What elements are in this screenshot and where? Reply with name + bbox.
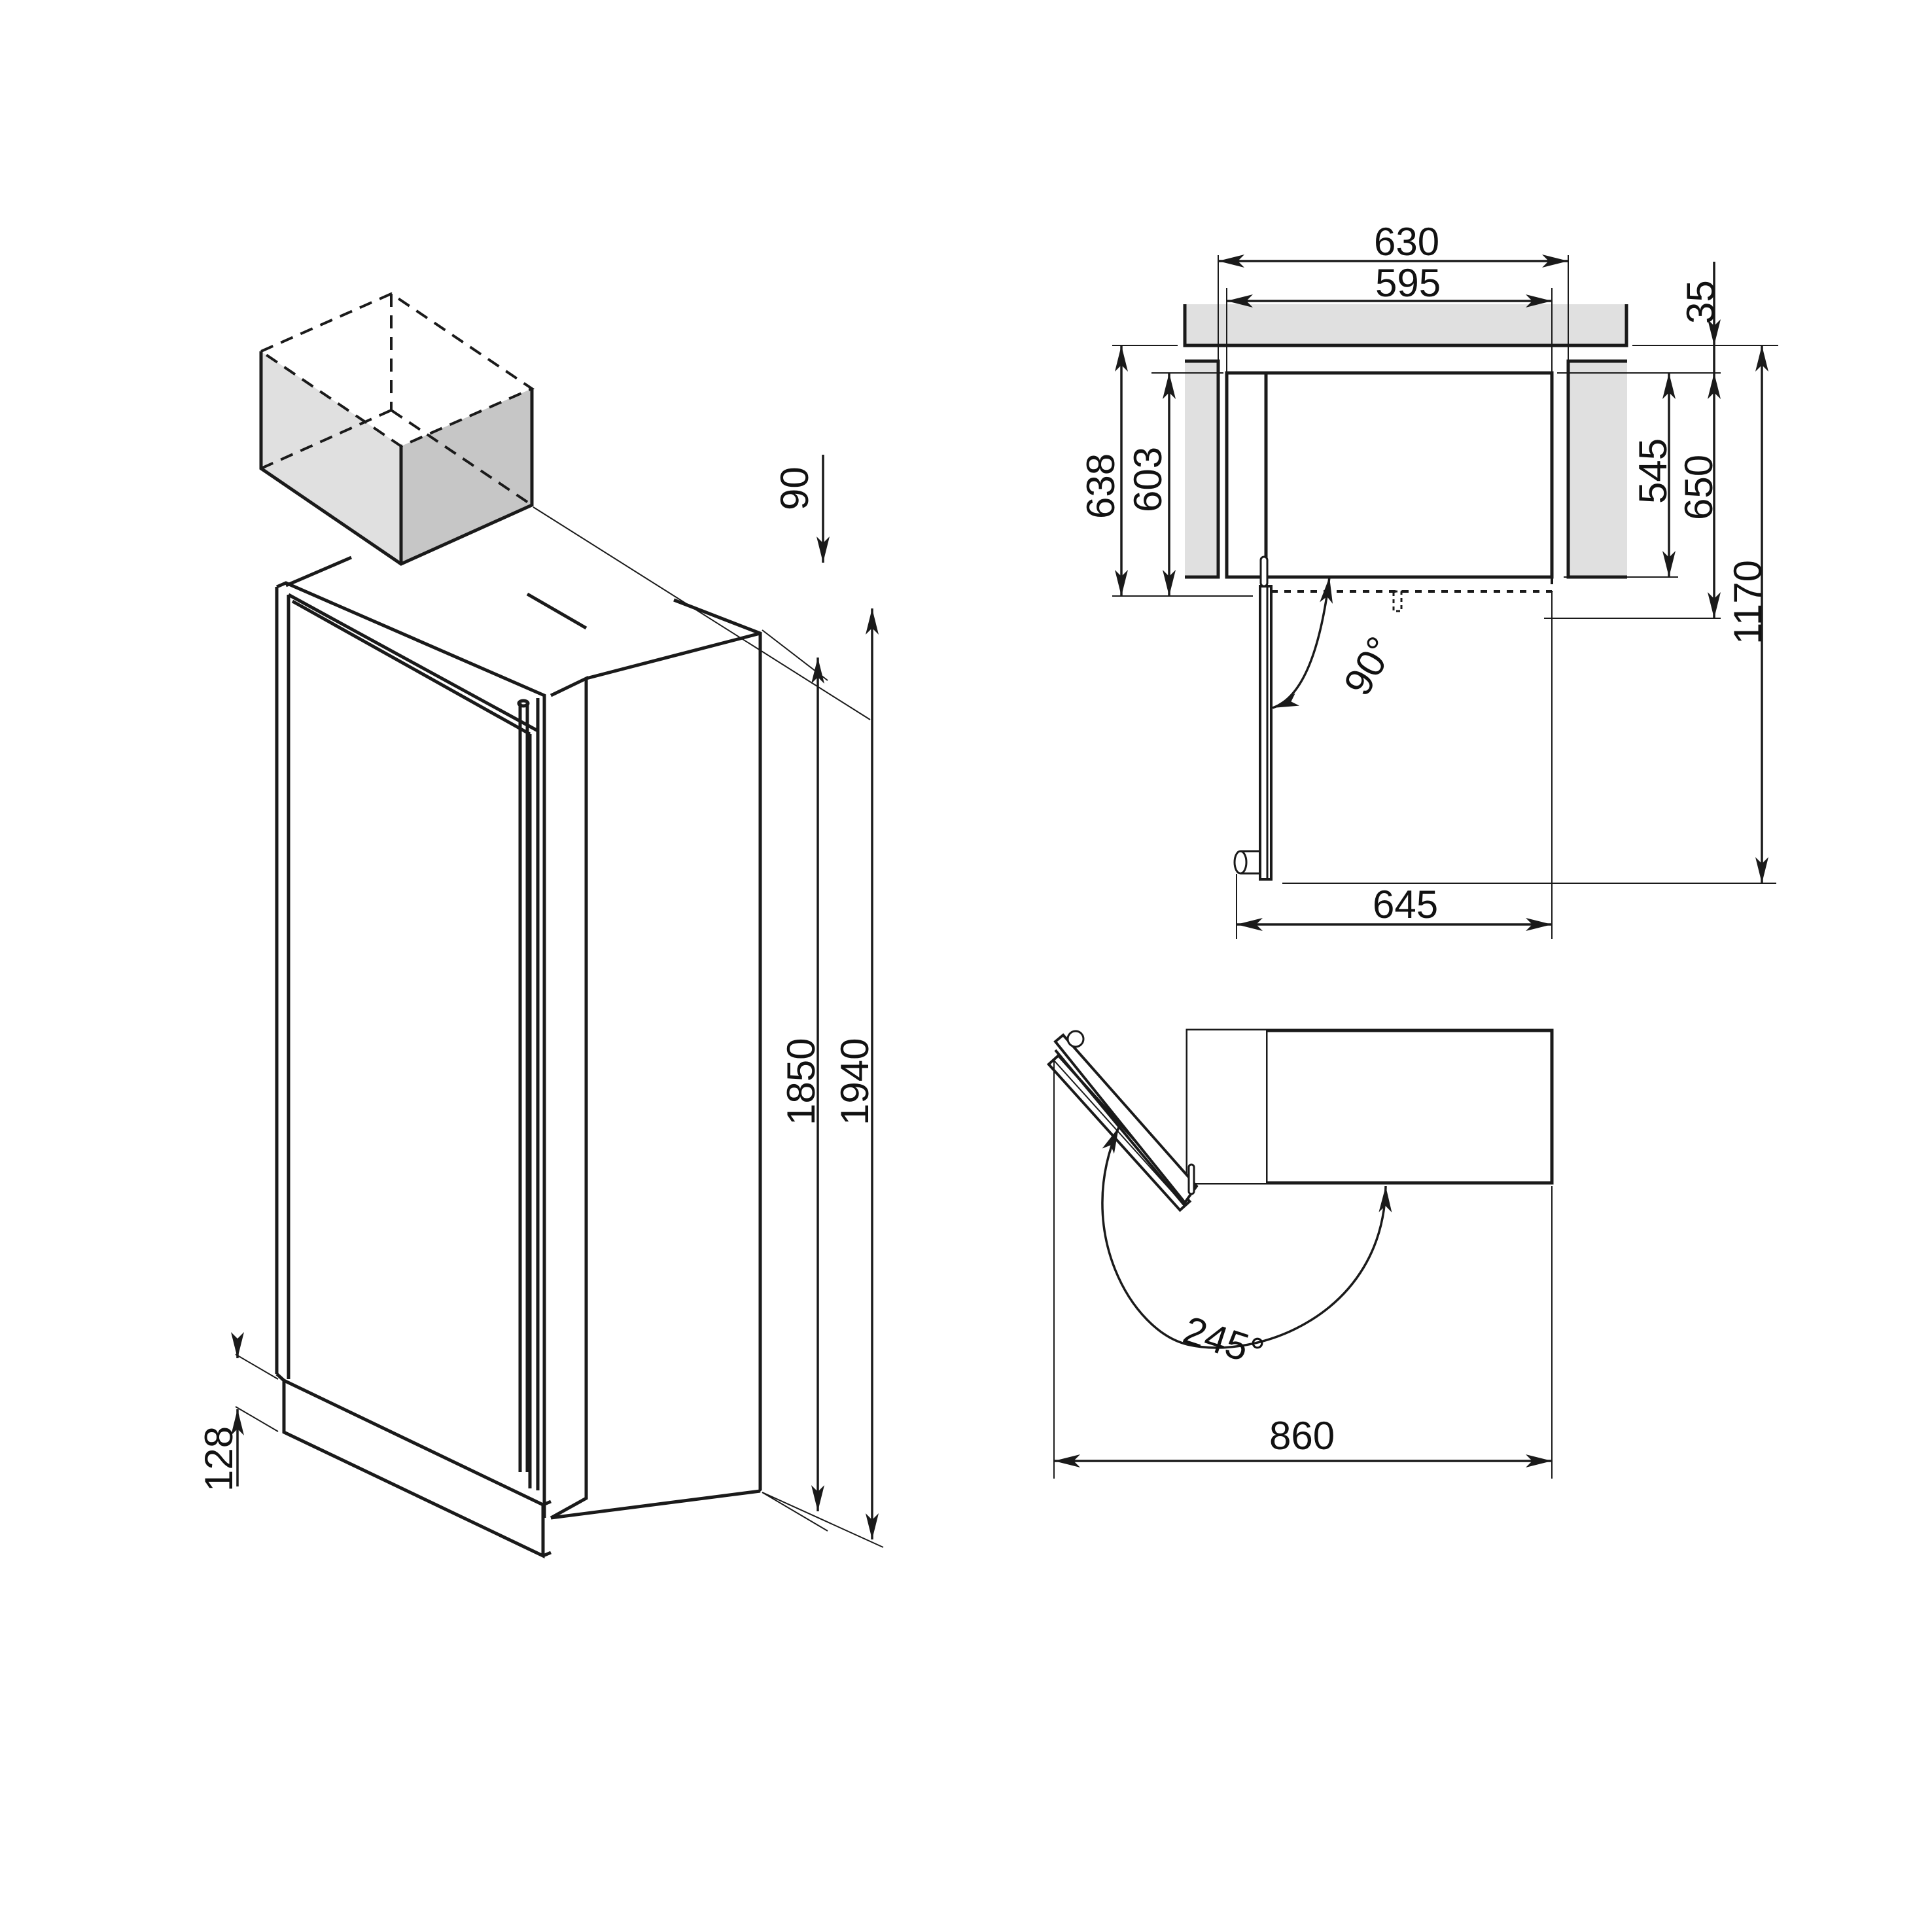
plan-view-245 xyxy=(1047,1028,1554,1349)
dim-label-128: 128 xyxy=(197,1426,241,1492)
dim-label-35: 35 xyxy=(1679,280,1723,324)
angle-label-90: 90° xyxy=(1335,629,1403,703)
iso-dimensions xyxy=(231,455,884,1548)
dim-label-545: 545 xyxy=(1631,438,1675,504)
dim-label-1940: 1940 xyxy=(833,1038,877,1125)
dim-label-650: 650 xyxy=(1677,454,1721,520)
appliance-body xyxy=(275,555,762,1558)
angle-label-245: 245° xyxy=(1178,1307,1269,1375)
top-space-box xyxy=(259,292,535,566)
dim-label-860: 860 xyxy=(1269,1414,1335,1458)
plan245-dimensions xyxy=(1053,1060,1553,1479)
dim-label-630: 630 xyxy=(1374,220,1440,264)
dim-label-1170: 1170 xyxy=(1726,559,1770,644)
dim-label-603: 603 xyxy=(1126,446,1170,512)
plan-dimensions xyxy=(1112,255,1778,939)
dim-label-90: 90 xyxy=(773,466,817,510)
plan-view-90 xyxy=(1183,304,1628,881)
dim-label-1850: 1850 xyxy=(779,1038,823,1125)
dim-label-645: 645 xyxy=(1373,883,1439,926)
dim-label-638: 638 xyxy=(1079,453,1123,519)
dim-label-595: 595 xyxy=(1375,261,1441,305)
